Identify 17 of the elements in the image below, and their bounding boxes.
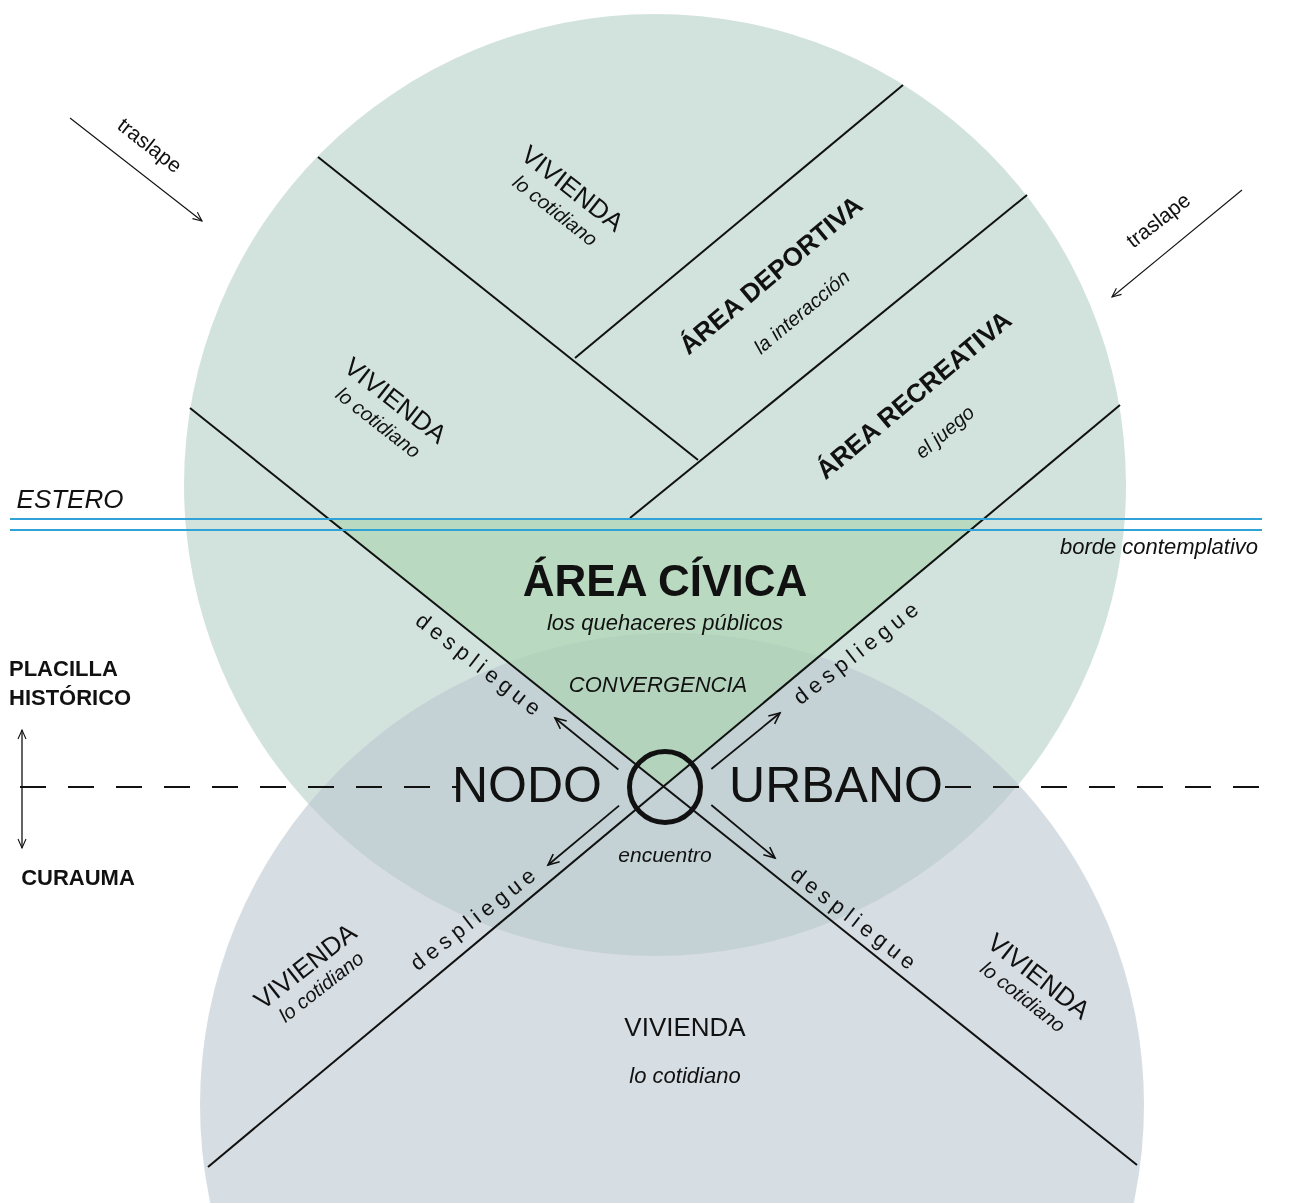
- node-name-text: NODO: [452, 757, 602, 813]
- node-circle: [627, 749, 703, 825]
- concept-label: CONVERGENCIA: [568, 672, 748, 698]
- zone-title: ÁREA CÍVICA: [522, 556, 808, 605]
- area-label: ESTERO: [16, 484, 124, 514]
- node-name-text: URBANO: [729, 757, 943, 813]
- arrow: [710, 712, 781, 770]
- zone-title: VIVIENDA: [624, 1012, 746, 1042]
- zone-subtitle: los quehaceres públicos: [547, 611, 783, 636]
- arrow: [554, 717, 620, 771]
- arrow: [710, 804, 776, 859]
- arrow: [547, 804, 620, 866]
- place-label: PLACILLA HISTÓRICO: [9, 655, 133, 712]
- node-caption: encuentro: [618, 843, 712, 867]
- zone-subtitle: lo cotidiano: [629, 1063, 741, 1088]
- area-label: borde contemplativo: [1059, 534, 1259, 560]
- place-label: CURAUMA: [21, 865, 135, 891]
